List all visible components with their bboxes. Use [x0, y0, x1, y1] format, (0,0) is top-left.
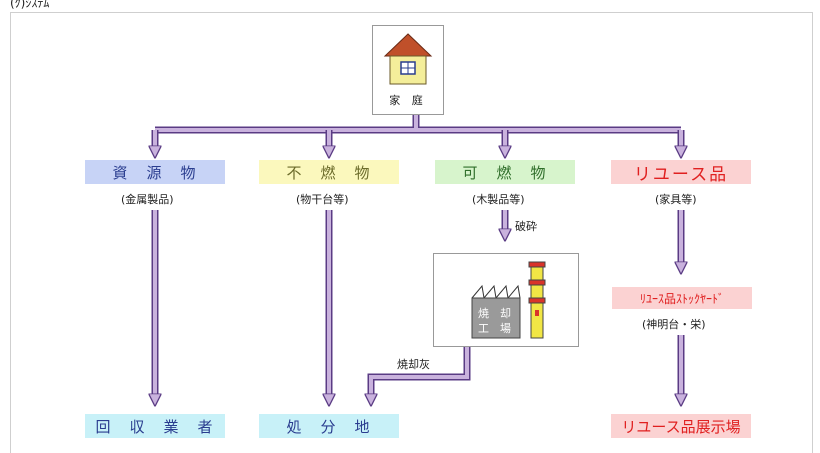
category-burnable-label: 可 燃 物: [462, 163, 548, 182]
reuse-stockyard-label: ﾘﾕｰｽ品ｽﾄｯｸﾔｰﾄﾞ: [639, 291, 724, 306]
category-reuse-sub: (家具等): [655, 193, 697, 206]
diagram-frame: [10, 12, 813, 453]
category-burnable-sub: (木製品等): [472, 193, 525, 206]
house-icon: [383, 33, 433, 85]
destination-showroom-label: リユース品展示場: [621, 417, 741, 436]
category-reuse: リユース品: [611, 160, 751, 185]
crush-label: 破砕: [515, 220, 537, 233]
corner-title: (ｸ)ｼｽﾃﾑ: [10, 0, 50, 10]
category-nonburnable-sub: (物干台等): [296, 193, 349, 206]
category-nonburnable: 不 燃 物: [259, 160, 399, 184]
reuse-stockyard-sub: (神明台・栄): [642, 318, 706, 331]
incinerator-node: 焼 却 工 場: [433, 253, 579, 347]
category-resources-label: 資 源 物: [112, 163, 198, 182]
destination-disposal: 処 分 地: [259, 414, 399, 438]
destination-showroom: リユース品展示場: [611, 414, 751, 438]
incinerator-label-2: 工 場: [478, 322, 511, 335]
category-resources-sub: (金属製品): [121, 193, 174, 206]
destination-collector: 回 収 業 者: [85, 414, 225, 438]
reuse-stockyard: ﾘﾕｰｽ品ｽﾄｯｸﾔｰﾄﾞ: [612, 287, 752, 309]
household-label: 家 庭: [389, 94, 427, 107]
category-resources: 資 源 物: [85, 160, 225, 184]
category-nonburnable-label: 不 燃 物: [286, 163, 372, 182]
ash-label: 焼却灰: [397, 358, 430, 371]
incinerator-label-1: 焼 却: [478, 307, 511, 320]
top-distribution-fill: [155, 113, 681, 132]
factory-icon: [471, 261, 546, 339]
destination-collector-label: 回 収 業 者: [95, 417, 215, 436]
household-node: 家 庭: [372, 25, 444, 115]
category-reuse-label: リユース品: [633, 164, 729, 185]
flow-arrows: [0, 113, 820, 441]
drop-arrows: [155, 130, 681, 152]
ash-to-disposal-arrow: [371, 345, 471, 400]
category-burnable: 可 燃 物: [435, 160, 575, 184]
destination-disposal-label: 処 分 地: [286, 417, 372, 436]
